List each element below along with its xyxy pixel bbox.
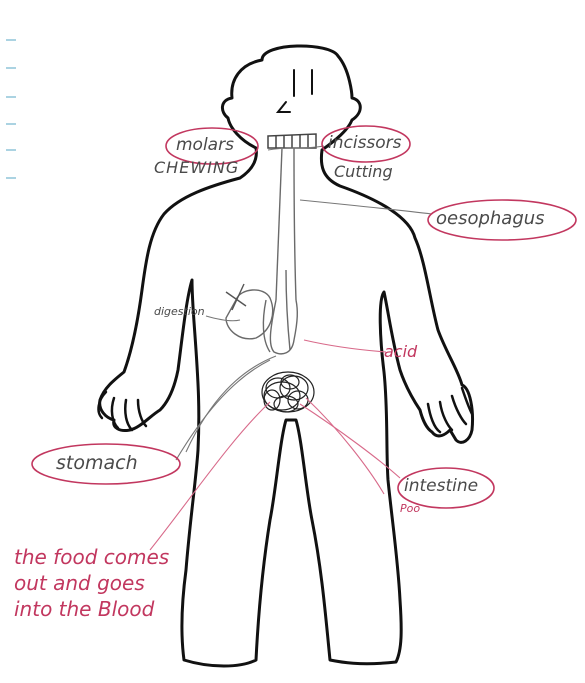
pointer-lines-pencil: [176, 146, 432, 460]
label-oesophagus: oesophagus: [436, 210, 545, 228]
label-circles: [32, 126, 576, 508]
margin-ticks: [6, 40, 16, 178]
intestine-organ: [262, 372, 314, 412]
face: [278, 70, 312, 112]
food-note-line-1: the food comes: [14, 544, 169, 570]
label-molars: molars: [176, 137, 234, 154]
label-intestine: intestine: [404, 478, 478, 495]
food-note-line-3: into the Blood: [14, 596, 169, 622]
food-note: the food comes out and goes into the Blo…: [14, 544, 169, 622]
cross-mark: [226, 284, 246, 310]
pointer-lines-pink: [150, 340, 400, 550]
label-cutting: Cutting: [334, 164, 393, 180]
label-stomach: stomach: [56, 454, 138, 473]
label-chewing: CHEWING: [154, 160, 239, 176]
right-hand-fingers: [428, 388, 472, 432]
label-incisors: incissors: [328, 135, 402, 152]
food-note-line-2: out and goes: [14, 570, 169, 596]
label-acid: acid: [384, 344, 417, 360]
label-digestion: digestion: [154, 306, 205, 317]
label-poo: Poo: [400, 503, 420, 514]
teeth-icon: [268, 134, 316, 148]
oesophagus-tube: [263, 148, 297, 354]
